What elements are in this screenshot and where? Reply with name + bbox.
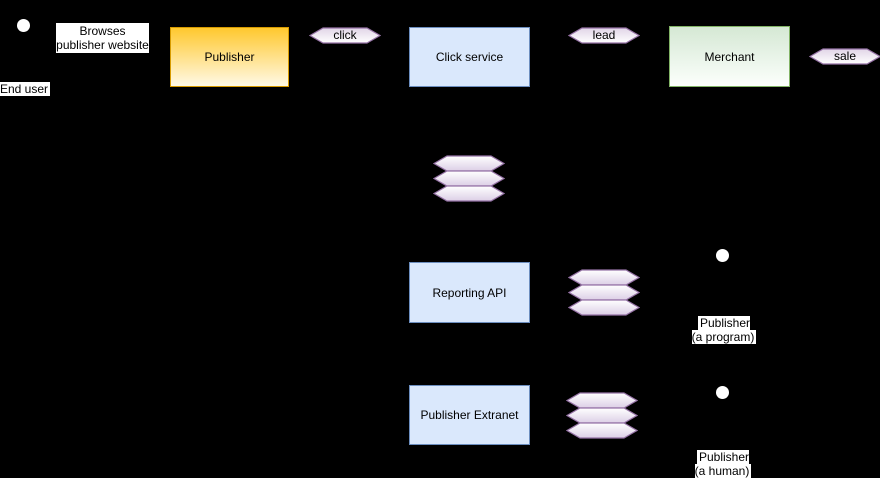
node-click-service-label: Click service <box>435 50 504 64</box>
hexagon-icon <box>809 48 880 65</box>
node-merchant-label: Merchant <box>704 49 755 64</box>
publisher-human-label-text: Publisher (a human) <box>694 450 752 478</box>
node-publisher-extranet: Publisher Extranet <box>409 385 530 445</box>
stack-hexagon-icon <box>568 299 640 316</box>
message-stack-clicks <box>433 155 505 202</box>
message-click: click <box>309 27 381 44</box>
stack-hexagon-icon <box>433 185 505 202</box>
message-sale: sale <box>809 48 880 65</box>
hexagon-icon <box>568 27 640 44</box>
message-lead-label: lead <box>592 28 616 42</box>
message-stack-extranet <box>566 392 638 439</box>
end-user-label-text: End user <box>0 82 51 96</box>
publisher-program-label-text: Publisher (a program) <box>691 316 757 344</box>
end-user-label: End user <box>0 82 68 96</box>
hexagon-icon <box>309 27 381 44</box>
publisher-program-label: Publisher (a program) <box>674 316 774 344</box>
node-click-service: Click service <box>409 27 530 87</box>
browses-caption: Browses publisher website <box>56 23 149 53</box>
message-stack-reporting <box>568 269 640 316</box>
publisher-human-actor-icon <box>716 386 729 399</box>
node-publisher-extranet-label: Publisher Extranet <box>420 408 519 422</box>
publisher-program-actor-icon <box>716 249 729 262</box>
node-reporting-api-label: Reporting API <box>432 285 507 300</box>
node-publisher-label: Publisher <box>204 50 255 64</box>
node-merchant: Merchant <box>669 26 790 87</box>
end-user-actor-icon <box>17 19 30 32</box>
node-reporting-api: Reporting API <box>409 262 530 323</box>
message-lead: lead <box>568 27 640 44</box>
publisher-human-label: Publisher (a human) <box>673 450 773 478</box>
message-click-label: click <box>333 28 357 42</box>
node-publisher: Publisher <box>170 27 289 87</box>
message-sale-label: sale <box>833 49 856 63</box>
stack-hexagon-icon <box>566 422 638 439</box>
